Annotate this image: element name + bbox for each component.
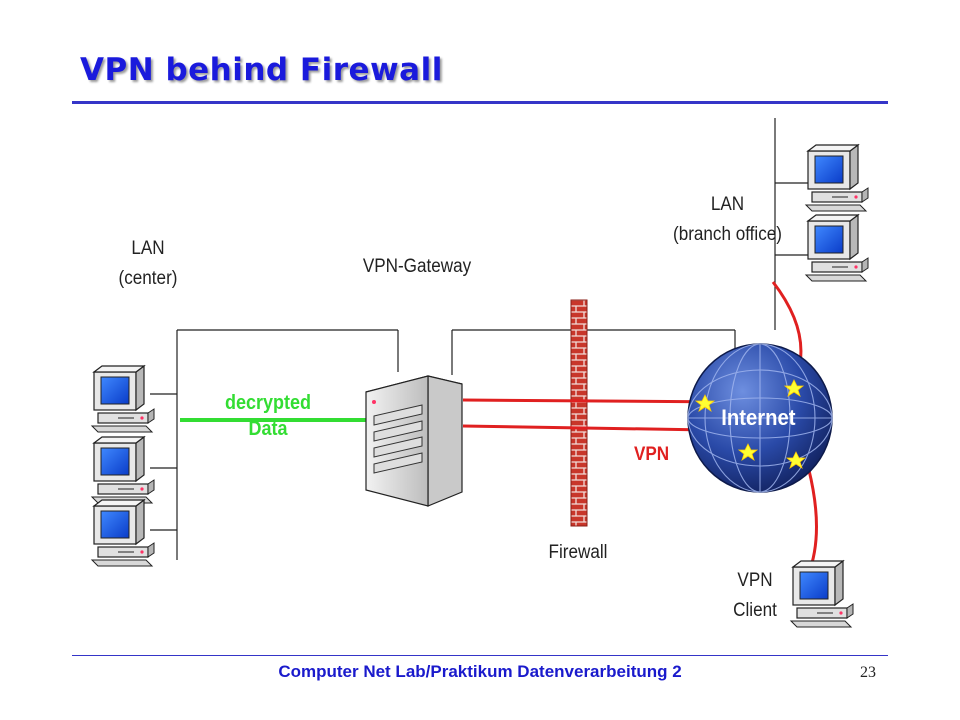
vpn-label: VPN	[633, 444, 670, 465]
title-underline	[72, 101, 888, 104]
firewall-wall-icon	[570, 299, 588, 527]
desktop-computer-icon	[91, 436, 155, 504]
internet-label: Internet	[721, 405, 796, 430]
desktop-computer-icon	[805, 214, 869, 282]
slide-title: VPN behind Firewall	[80, 52, 443, 88]
lan-center-label: LAN (center)	[118, 238, 178, 289]
lan-center-bus	[150, 329, 399, 560]
vpn-client-label: VPN Client	[733, 570, 777, 621]
decrypted-data-label: decrypted Data	[224, 392, 312, 440]
firewall-label: Firewall	[548, 542, 608, 563]
desktop-computer-icon	[91, 499, 155, 567]
gateway-outer-bus	[451, 329, 736, 375]
lan-branch-label: LAN (branch office)	[672, 194, 782, 245]
vpn-gateway-label: VPN-Gateway	[362, 256, 472, 277]
footer-rule	[72, 655, 888, 656]
desktop-computer-icon	[91, 365, 155, 433]
vpn-client-computer-icon	[790, 560, 854, 628]
internet-globe-icon	[687, 343, 833, 493]
page-number: 23	[860, 664, 876, 681]
lan-branch-bus	[774, 118, 808, 330]
desktop-computer-icon	[805, 144, 869, 212]
vpn-gateway-server-icon	[365, 375, 463, 507]
footer-text: Computer Net Lab/Praktikum Datenverarbei…	[278, 662, 682, 681]
